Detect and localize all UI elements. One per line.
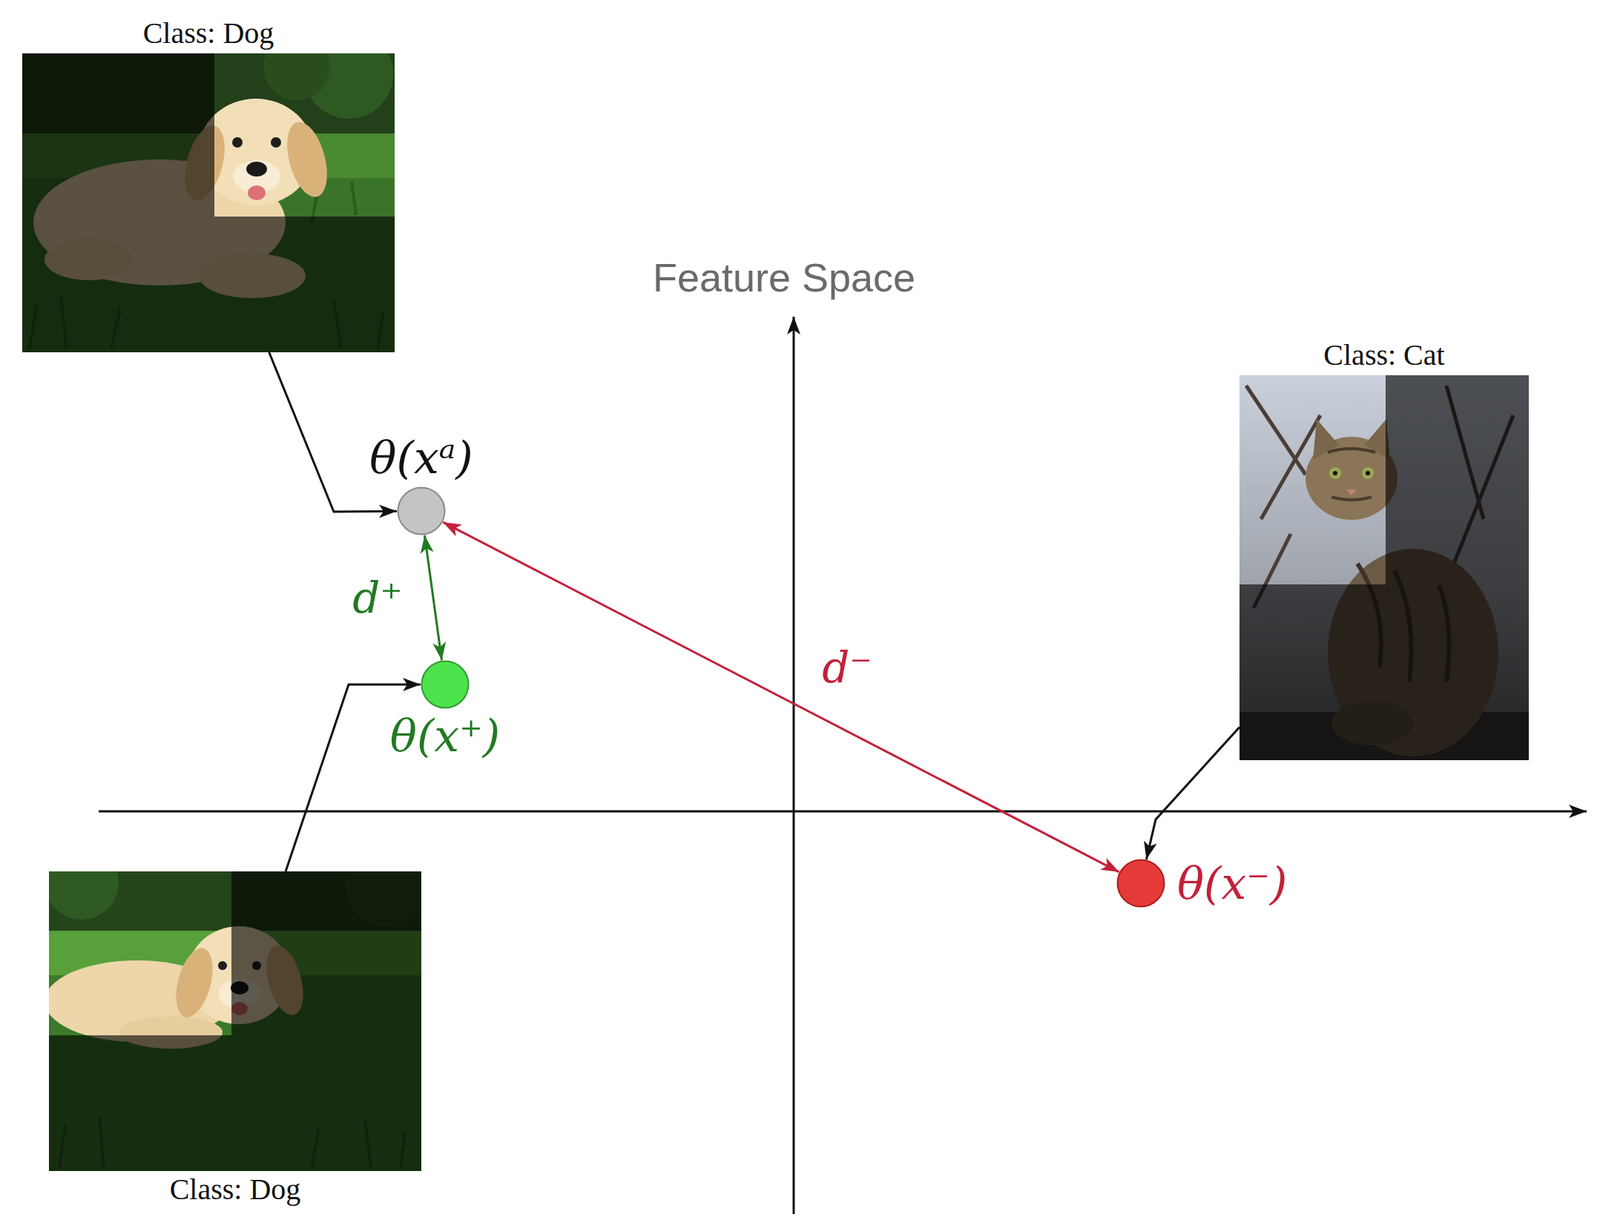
point-circle (398, 488, 446, 535)
mapping-arrow (269, 352, 397, 512)
dog-photo-part (246, 161, 268, 177)
point-label: θ(x⁺) (390, 710, 500, 762)
mapping-arrow (1146, 726, 1240, 859)
feature-point: θ(xᵃ) (396, 486, 446, 536)
cat-photo-part (1329, 467, 1342, 480)
dog-photo-part (48, 871, 422, 1172)
cat-photo-part (1332, 471, 1338, 476)
feature-point: θ(x⁻) (1116, 858, 1166, 908)
cat-photo-part (1312, 419, 1391, 460)
axes-part (792, 316, 796, 1215)
dog-photo-part (169, 944, 219, 1022)
class-caption: Class: Dog (169, 1172, 302, 1207)
image-box: Class: Dog (22, 53, 395, 353)
distance-arrow (442, 522, 1119, 873)
cat-photo-part (1361, 467, 1374, 480)
connectors (269, 352, 1240, 873)
dog-photo-part (48, 871, 119, 920)
distance-label: d⁻ (818, 643, 876, 693)
dog-photo-part (22, 53, 395, 353)
point-label: θ(xᵃ) (369, 432, 473, 484)
dog-photo-part (270, 137, 282, 148)
distance-label: d⁺ (349, 573, 406, 624)
dog-photo-part (247, 185, 266, 201)
axes-part (98, 810, 1587, 813)
dog-photo-part (232, 137, 243, 148)
dog-photo (48, 871, 422, 1172)
point-circle (1117, 860, 1165, 908)
cat-photo (1239, 375, 1529, 761)
axis-title: Feature Space (652, 254, 916, 301)
image-box: Class: Dog (48, 871, 422, 1172)
dog-photo-part (218, 961, 227, 971)
cat-photo-part (1365, 471, 1371, 476)
cat-photo-part (1239, 375, 1529, 761)
cat-photo-part (1327, 448, 1376, 500)
image-box: Class: Cat (1239, 375, 1529, 761)
class-caption: Class: Dog (143, 16, 275, 51)
cat-photo-part (1239, 375, 1529, 761)
mapping-arrow (285, 684, 421, 872)
point-marker (420, 660, 470, 710)
point-circle (422, 661, 469, 709)
point-marker (396, 486, 446, 536)
dog-photo-part (263, 53, 331, 101)
dog-photo (22, 53, 395, 353)
cat-photo-part (1346, 489, 1357, 496)
dog-photo-part (279, 117, 334, 202)
point-label: θ(x⁻) (1177, 858, 1287, 910)
feature-point: θ(x⁺) (420, 660, 470, 710)
distance-arrow (424, 535, 442, 661)
axes (98, 316, 1587, 1215)
point-marker (1116, 858, 1166, 908)
class-caption: Class: Cat (1323, 338, 1445, 373)
